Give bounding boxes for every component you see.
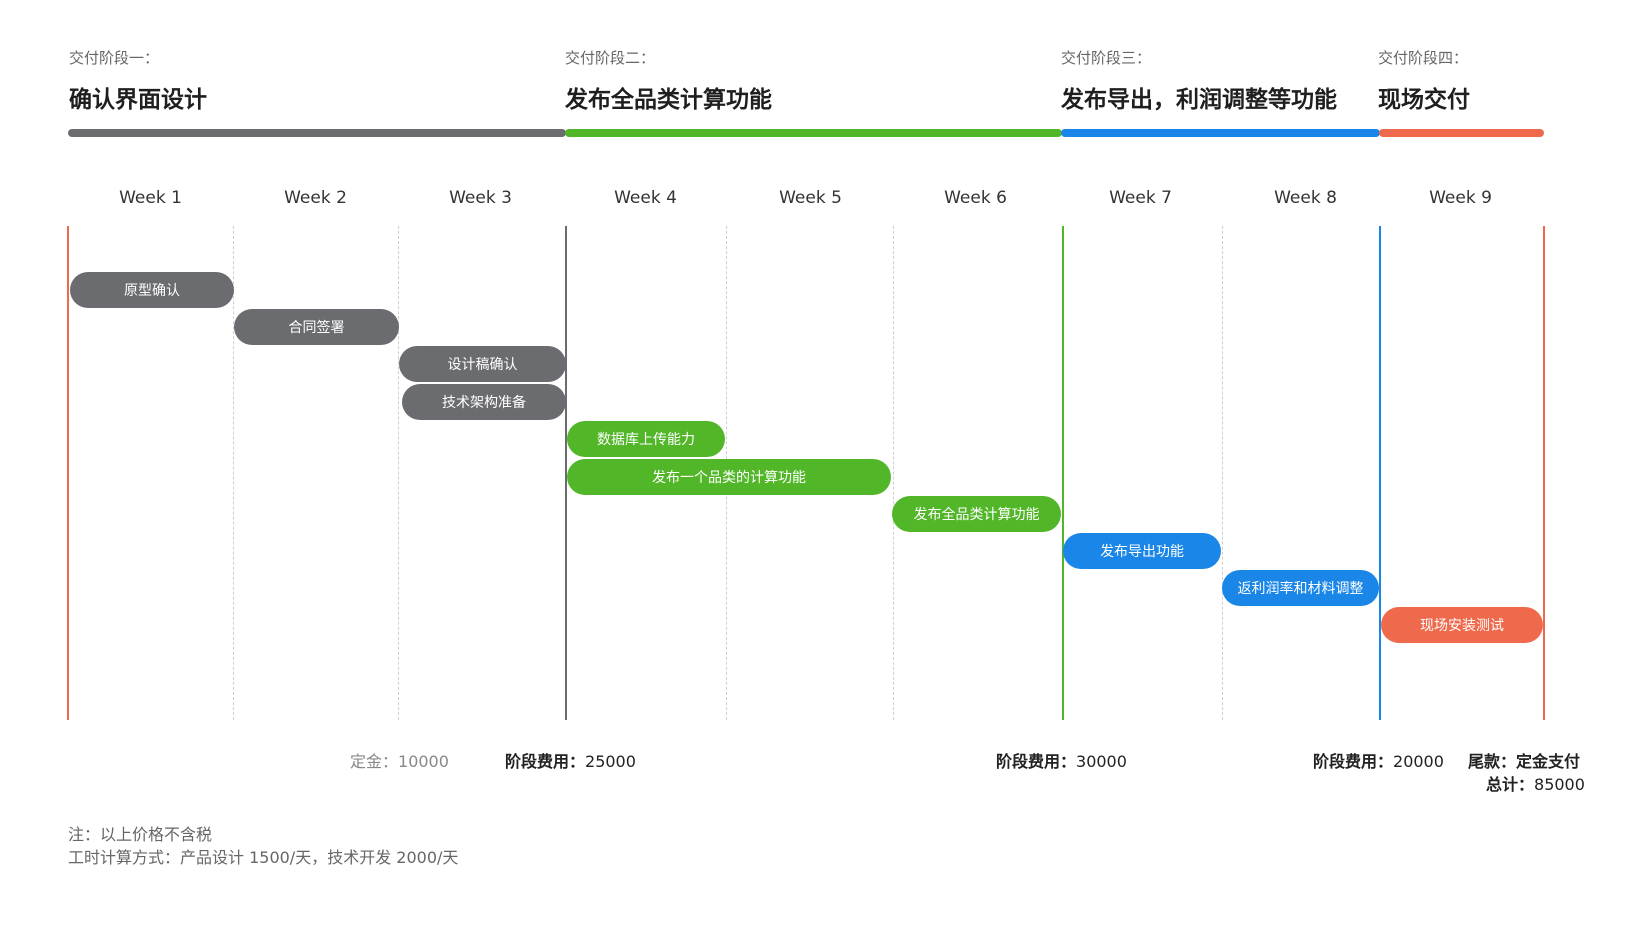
final-payment-label: 尾款：: [1468, 752, 1517, 771]
week-label: Week 8: [1274, 188, 1337, 208]
phase4-fee: 阶段费用：20000: [1313, 748, 1444, 772]
phase1-bar: [68, 129, 566, 137]
week-label: Week 4: [614, 188, 677, 208]
phase4-fee-value: 20000: [1393, 752, 1444, 771]
task-bar: 技术架构准备: [402, 384, 566, 420]
deposit-value: 10000: [398, 752, 449, 771]
task-bar: 原型确认: [70, 272, 234, 308]
week-divider: [1222, 226, 1223, 720]
note-tax: 注：以上价格不含税: [68, 825, 213, 844]
task-bar: 返利润率和材料调整: [1222, 570, 1379, 606]
week-divider: [233, 226, 234, 720]
phase2-title: 发布全品类计算功能: [565, 87, 772, 113]
phase3-bar: [1061, 129, 1380, 137]
task-bar: 合同签署: [234, 309, 399, 345]
week-label: Week 5: [779, 188, 842, 208]
deposit-fee: 定金：10000: [350, 748, 449, 772]
phase-divider: [565, 226, 567, 720]
phase1-label: 交付阶段一：: [69, 49, 160, 67]
week-label: Week 1: [119, 188, 182, 208]
final-payment-value: 定金支付: [1516, 752, 1581, 771]
phase-divider: [1062, 226, 1064, 720]
week-divider: [398, 226, 399, 720]
week-label: Week 3: [449, 188, 512, 208]
week-label: Week 9: [1429, 188, 1492, 208]
total-label: 总计：: [1486, 775, 1535, 794]
phase2-label: 交付阶段二：: [565, 49, 656, 67]
phase-divider: [1379, 226, 1381, 720]
task-bar: 数据库上传能力: [567, 421, 725, 457]
phase2-bar: [565, 129, 1062, 137]
task-bar: 发布一个品类的计算功能: [567, 459, 891, 495]
task-bar: 发布全品类计算功能: [892, 496, 1061, 532]
phase3-title: 发布导出，利润调整等功能: [1061, 87, 1337, 113]
phase2-fee-value: 25000: [585, 752, 636, 771]
timeline-end-line: [1543, 226, 1545, 720]
phase3-fee: 阶段费用：30000: [996, 748, 1127, 772]
task-bar: 现场安装测试: [1381, 607, 1543, 643]
phase2-fee-label: 阶段费用：: [505, 752, 586, 771]
total-value: 85000: [1534, 775, 1585, 794]
note-rate: 工时计算方式：产品设计 1500/天，技术开发 2000/天: [68, 848, 459, 867]
phase4-label: 交付阶段四：: [1378, 49, 1469, 67]
phase1-title: 确认界面设计: [69, 87, 207, 113]
timeline-start-line: [67, 226, 69, 720]
week-divider: [893, 226, 894, 720]
week-label: Week 7: [1109, 188, 1172, 208]
notes: 注：以上价格不含税 工时计算方式：产品设计 1500/天，技术开发 2000/天: [68, 823, 458, 869]
phase3-fee-value: 30000: [1076, 752, 1127, 771]
phase3-fee-label: 阶段费用：: [996, 752, 1077, 771]
phase3-label: 交付阶段三：: [1061, 49, 1152, 67]
week-label: Week 2: [284, 188, 347, 208]
total-fee: 总计：85000: [1486, 771, 1585, 795]
phase2-fee: 阶段费用：25000: [505, 748, 636, 772]
deposit-label: 定金：: [350, 752, 399, 771]
task-bar: 设计稿确认: [399, 346, 566, 382]
phase4-title: 现场交付: [1378, 87, 1470, 113]
phase4-fee-label: 阶段费用：: [1313, 752, 1394, 771]
final-payment: 尾款：定金支付: [1468, 748, 1580, 772]
task-bar: 发布导出功能: [1063, 533, 1221, 569]
week-label: Week 6: [944, 188, 1007, 208]
phase4-bar: [1379, 129, 1544, 137]
